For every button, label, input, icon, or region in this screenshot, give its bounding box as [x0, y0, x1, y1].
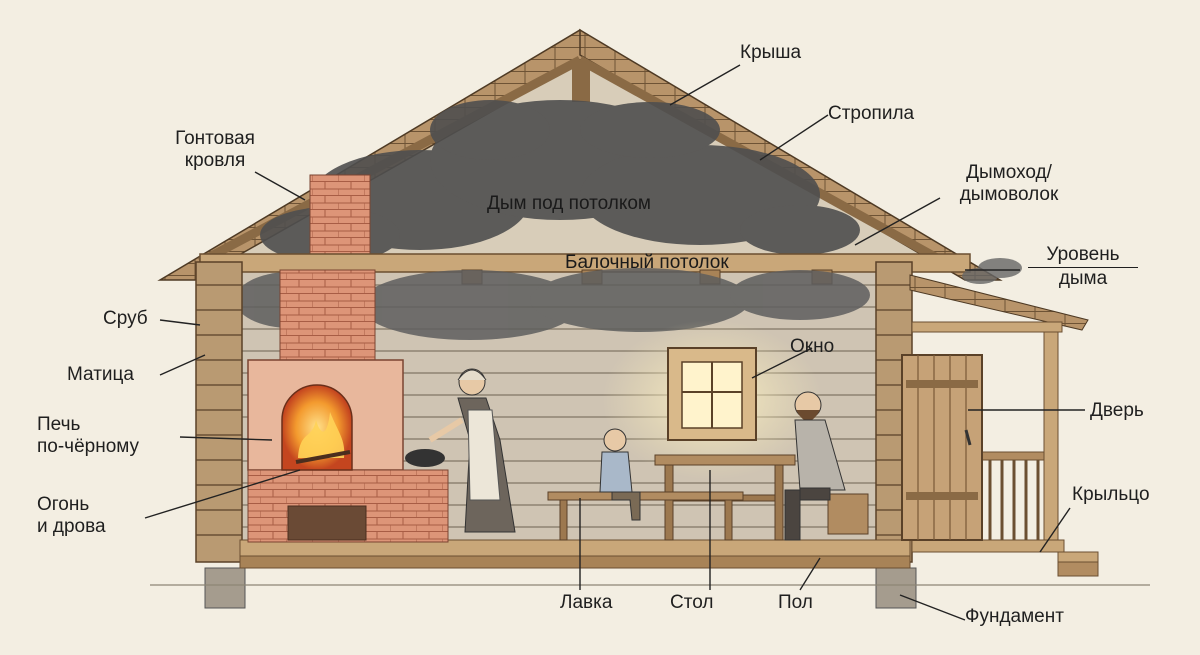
ridge-post	[572, 62, 590, 102]
pot	[405, 449, 445, 467]
leader-lines	[144, 64, 1085, 621]
foundation-stone-right	[875, 567, 917, 609]
log-frame-left	[195, 261, 243, 563]
label-door: Дверь	[1090, 400, 1144, 421]
label-table: Стол	[670, 592, 714, 613]
label-chimney: Дымоход/ дымоволок	[959, 162, 1059, 205]
porch-roof	[909, 274, 1089, 331]
porch-floor	[911, 539, 1065, 553]
label-floor: Пол	[778, 592, 813, 613]
porch-step-2	[1057, 561, 1099, 577]
child-figure	[599, 428, 641, 521]
porch-step-1	[1057, 551, 1099, 563]
window	[602, 320, 822, 480]
label-stove: Печь по-чёрному	[37, 414, 140, 457]
label-beam-ceiling: Балочный потолок	[565, 252, 729, 273]
door	[901, 354, 983, 541]
porch-railing	[981, 451, 1045, 540]
label-shingle-roof: Гонтовая кровля	[175, 128, 255, 171]
label-roof: Крыша	[740, 42, 802, 63]
label-fire: Огонь и дрова	[37, 494, 106, 537]
label-matitsa: Матица	[67, 364, 134, 385]
stove	[247, 269, 449, 543]
label-bench: Лавка	[560, 592, 613, 613]
label-porch: Крыльцо	[1072, 484, 1150, 505]
label-rafters: Стропила	[828, 103, 915, 124]
foundation-stone-left	[204, 567, 246, 609]
bench	[547, 491, 744, 541]
woman-figure	[428, 368, 516, 533]
porch-beam	[911, 321, 1063, 333]
label-log-frame: Сруб	[103, 308, 148, 329]
floor-joist	[239, 555, 911, 569]
label-smoke-under-ceiling: Дым под потолком	[487, 193, 651, 214]
label-foundation: Фундамент	[965, 606, 1064, 627]
label-smoke-level: Уровень дыма	[1028, 244, 1138, 290]
stool	[827, 493, 869, 535]
porch-post	[1043, 331, 1059, 543]
exiting-smoke	[962, 258, 1022, 284]
label-window: Окно	[790, 336, 835, 357]
man-figure	[784, 391, 846, 541]
room-smoke	[235, 268, 870, 340]
